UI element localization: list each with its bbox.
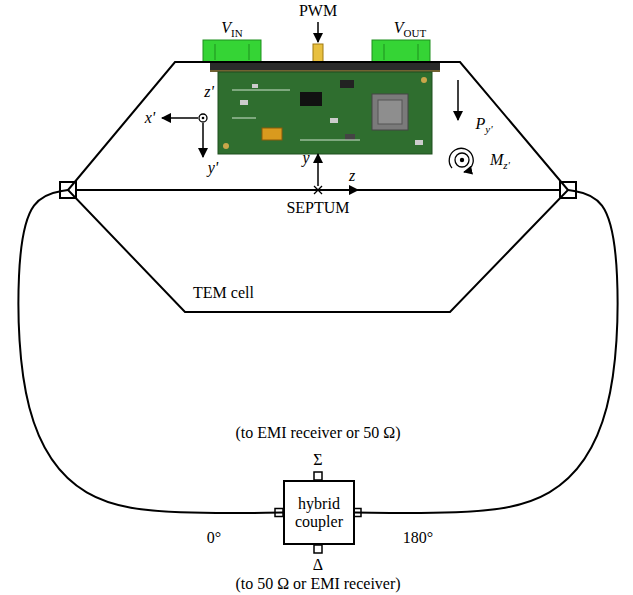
signal-name: VIN: [221, 20, 242, 36]
connector-detail: [384, 44, 385, 60]
axis-label: z': [204, 84, 214, 100]
moment-curl: [449, 148, 473, 172]
coax-cable: [18, 190, 283, 513]
axis-arrow: [322, 189, 358, 191]
board-edge-line: [210, 71, 440, 72]
axis-label: z: [349, 168, 355, 184]
symbol-subscript: y': [485, 123, 492, 135]
smd-part: [252, 84, 258, 88]
symbol-subscript: IN: [231, 27, 243, 39]
magnetic-moment-symbol: [449, 148, 473, 172]
port-name: 180°: [403, 530, 433, 546]
symbol-main: V: [394, 19, 404, 36]
pcb: [218, 72, 432, 154]
dipole-arrow: [457, 80, 459, 120]
axis-arrow: [162, 117, 198, 119]
signal-name: VOUT: [394, 20, 426, 36]
axis-dot: [202, 117, 205, 120]
inductor: [372, 94, 408, 130]
axis-label: y: [302, 150, 309, 166]
cell-outline: [68, 62, 568, 312]
mount-hole: [421, 77, 427, 83]
smd-part: [345, 134, 355, 140]
moment-dot: [460, 158, 464, 162]
dut-board: [203, 22, 440, 154]
port-name: Δ: [313, 557, 323, 573]
ic-chip: [300, 92, 322, 106]
board-axes: [162, 114, 207, 157]
dipole-label: Py': [475, 116, 492, 132]
cell-outline-shape: [68, 62, 568, 312]
connector-detail: [249, 44, 250, 60]
node-label: hybrid coupler: [289, 495, 349, 531]
port-note: (to EMI receiver or 50 Ω): [235, 425, 400, 441]
port-name: 0°: [207, 530, 221, 546]
smd-part: [415, 140, 423, 145]
port-square: [314, 545, 322, 553]
smd-part: [240, 100, 248, 105]
dipole-label: Mz': [490, 152, 510, 168]
part-name: SEPTUM: [286, 200, 349, 216]
mount-hole: [223, 143, 229, 149]
inductor-top: [378, 100, 402, 124]
port-note: (to 50 Ω or EMI receiver): [235, 576, 400, 592]
node-label: TEM cell: [193, 284, 254, 302]
symbol-main: M: [490, 151, 503, 168]
symbol-subscript: OUT: [404, 27, 427, 39]
moment-circle: [455, 153, 469, 167]
axis-label: x': [145, 110, 156, 126]
coax-cable: [355, 190, 618, 513]
connector-detail: [418, 44, 419, 60]
axis-arrow: [202, 123, 204, 157]
pwm-pin: [313, 44, 323, 62]
cell-axes: [314, 154, 358, 194]
board-edge: [210, 62, 440, 72]
symbol-main: V: [221, 19, 231, 36]
axis-arrow: [317, 154, 319, 186]
connector-detail: [215, 44, 216, 60]
axis-out-of-page: [199, 114, 207, 122]
symbol-subscript: z': [503, 159, 510, 171]
signal-name: PWM: [299, 3, 337, 19]
hybrid-coupler: hybrid coupler: [283, 480, 355, 545]
input-connector: [203, 40, 261, 62]
origin-mark: [314, 186, 322, 194]
port-name: Σ: [313, 452, 322, 468]
axis-label: y': [208, 160, 219, 176]
port-square: [314, 472, 322, 480]
pwm-arrow: [317, 22, 319, 42]
symbol-main: P: [475, 115, 485, 132]
smd-part: [330, 118, 338, 123]
tem-cell: TEM cell: [68, 62, 568, 312]
silkscreen: [232, 90, 360, 140]
output-connector: [372, 40, 430, 62]
origin-mark: [314, 186, 322, 194]
ic-chip: [340, 80, 354, 88]
capacitor: [262, 128, 282, 140]
